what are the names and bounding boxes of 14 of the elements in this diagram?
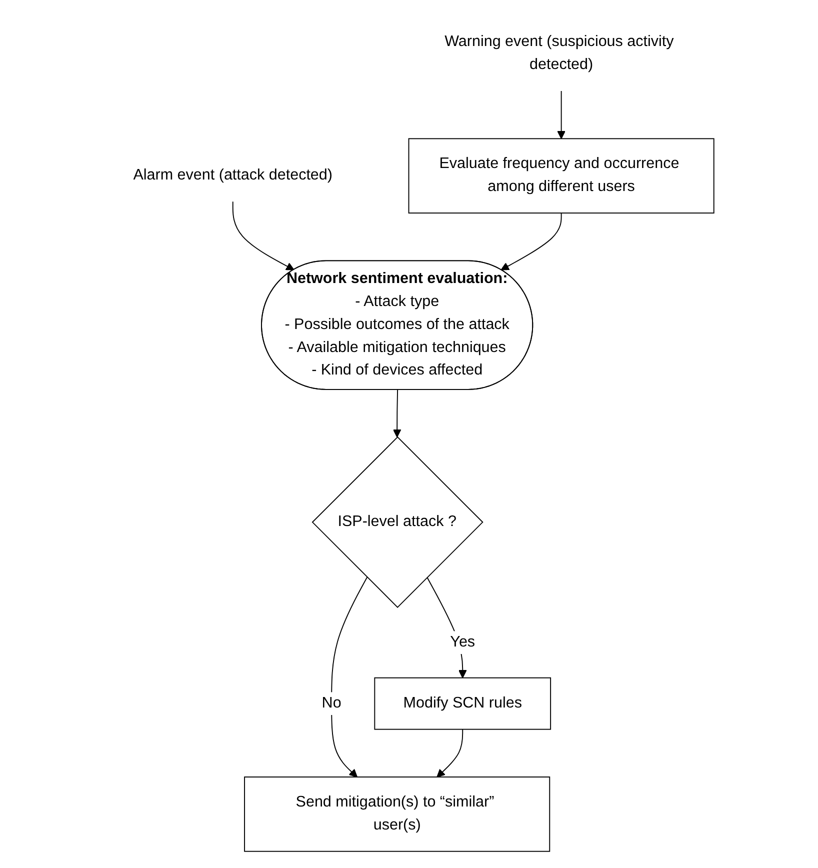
arrow bbox=[232, 201, 294, 270]
node-box: Send mitigation(s) to “similar” user(s) bbox=[244, 776, 550, 852]
arrow bbox=[500, 212, 562, 270]
edge-label: No bbox=[322, 694, 342, 712]
node-box: Modify SCN rules bbox=[374, 677, 551, 730]
node-diamond: ISP-level attack ? bbox=[312, 436, 484, 608]
arrow bbox=[392, 389, 402, 438]
arrow bbox=[556, 90, 566, 140]
edge-label: Yes bbox=[450, 634, 475, 650]
arrow bbox=[330, 576, 368, 778]
node-text: Alarm event (attack detected) bbox=[132, 167, 332, 184]
node-box: Evaluate frequency and occurrence among different users bbox=[408, 138, 714, 214]
node-text: Warning event (suspicious activity detected) bbox=[444, 34, 674, 73]
arrow bbox=[436, 728, 463, 778]
